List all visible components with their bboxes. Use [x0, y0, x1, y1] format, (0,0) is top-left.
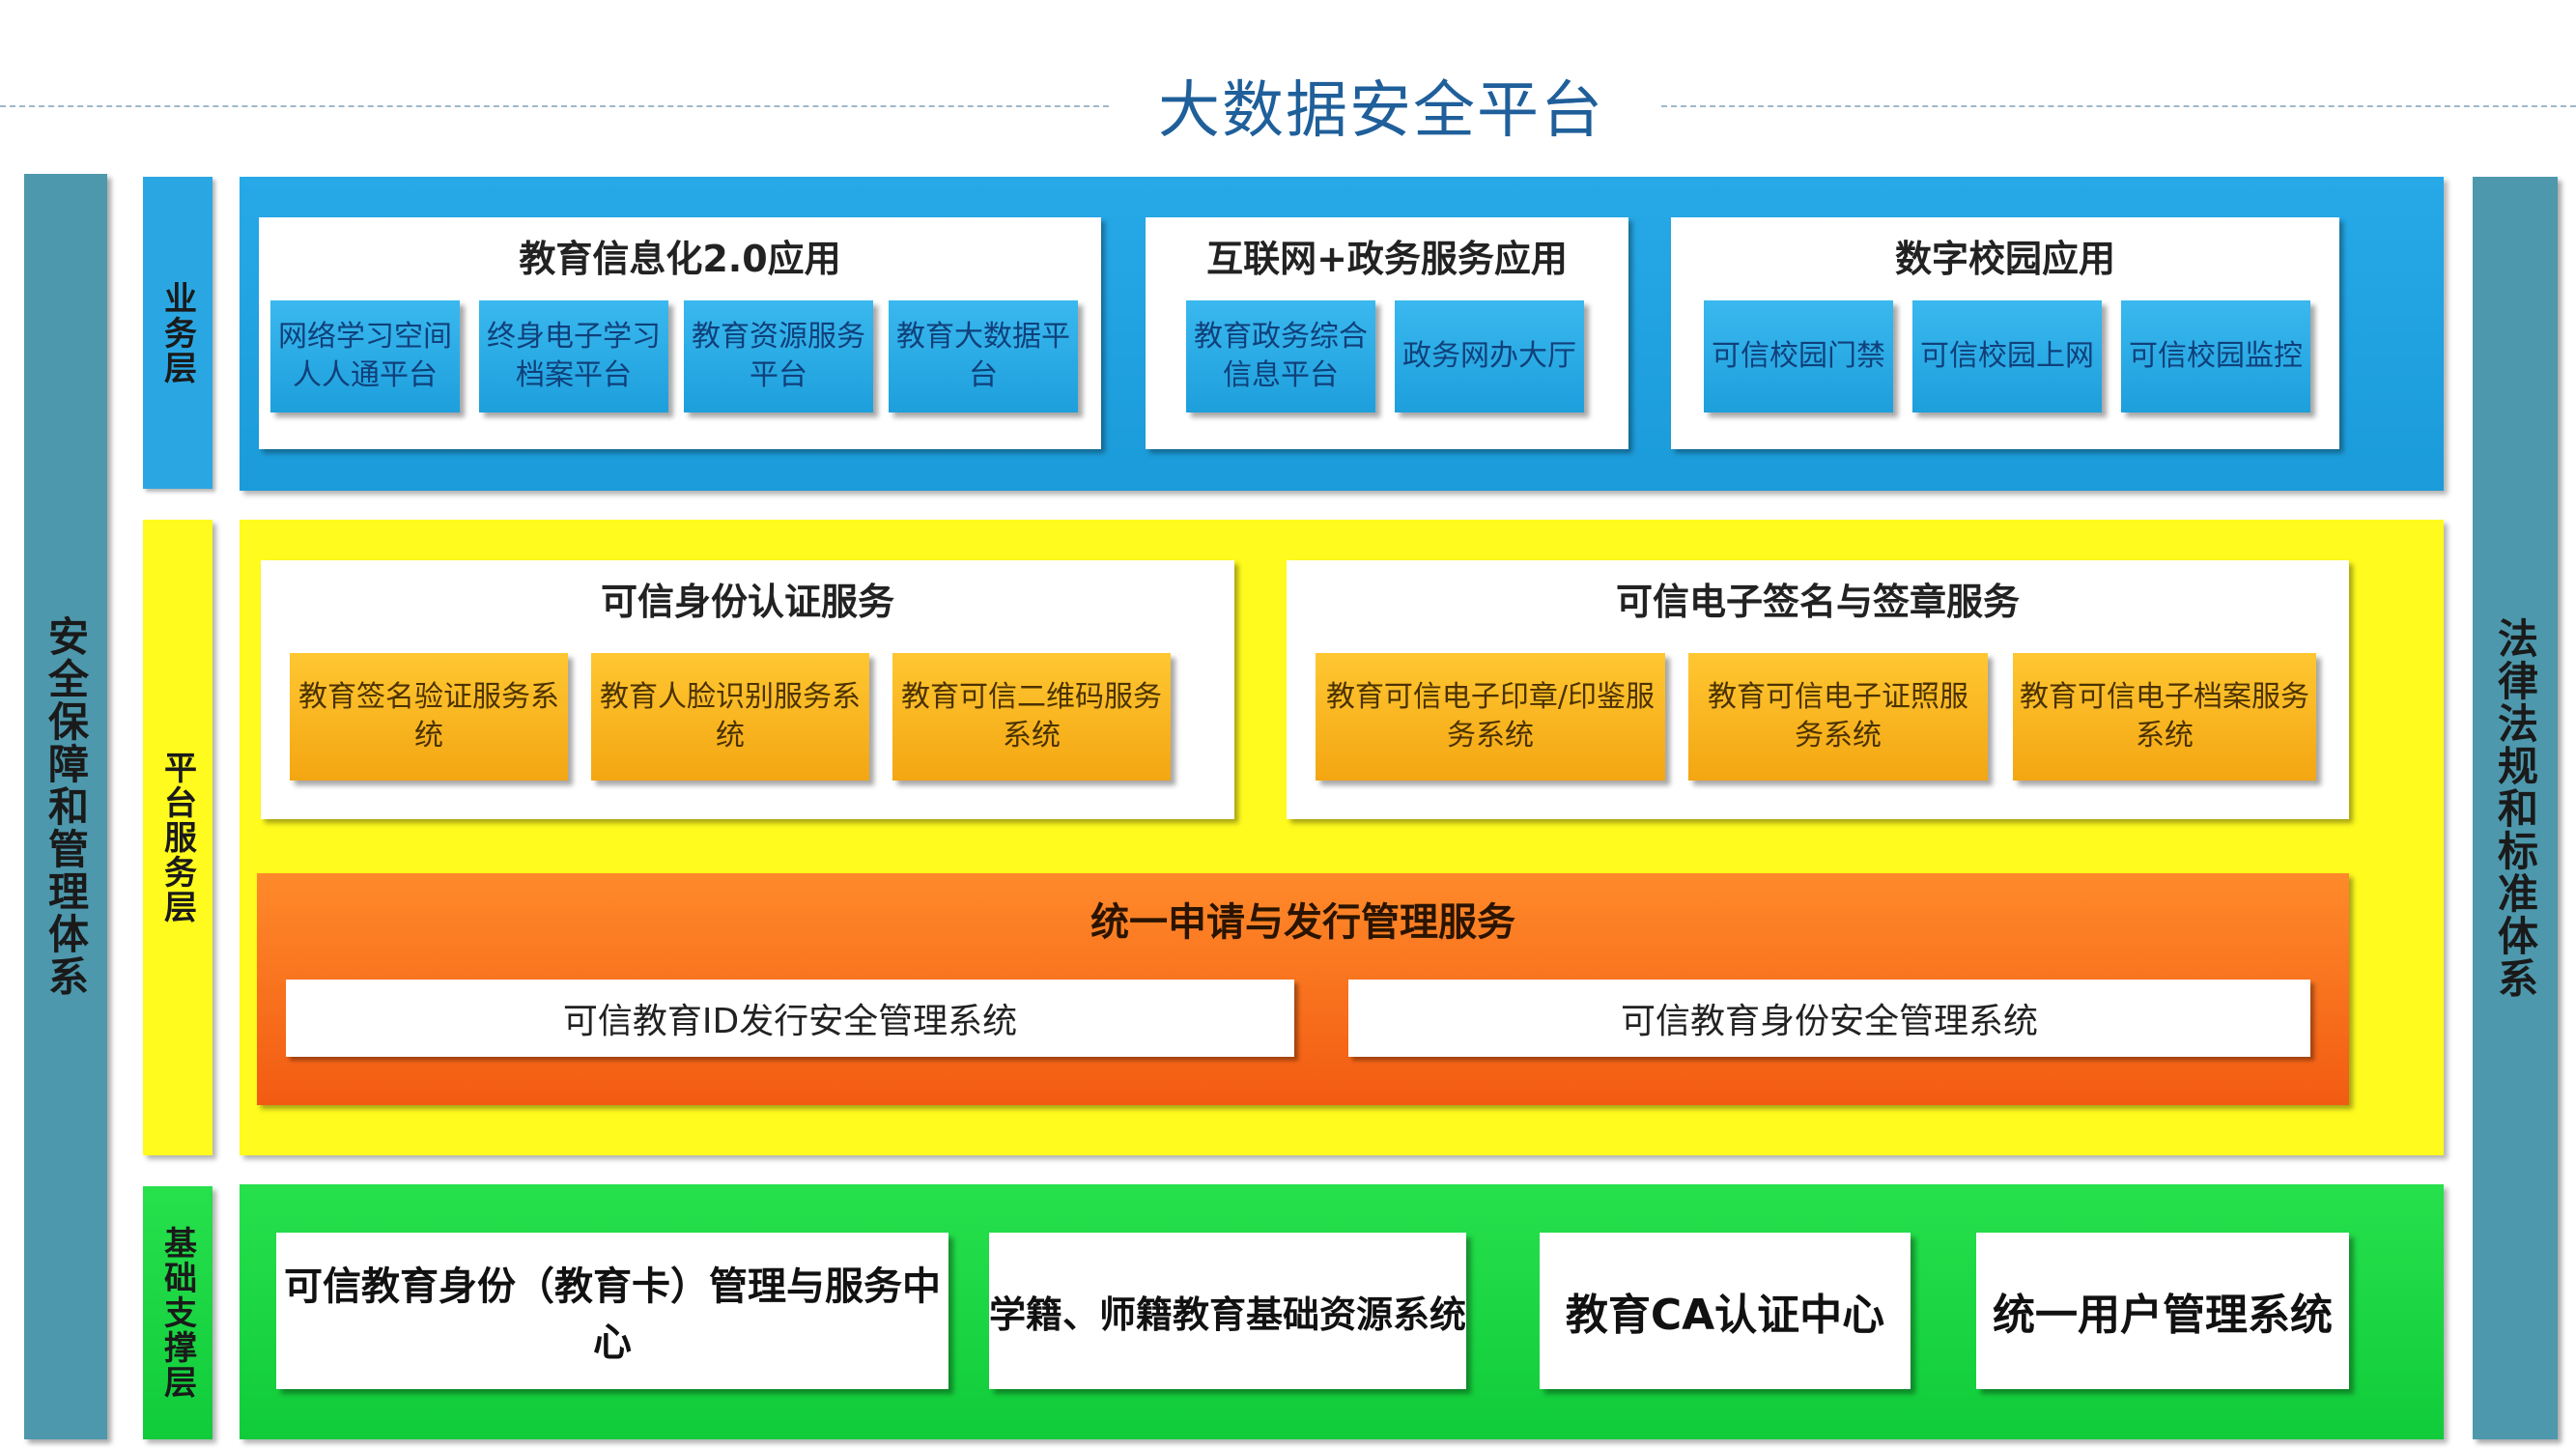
business-group-government: 互联网+政务服务应用 教育政务综合信息平台 政务网办大厅 — [1146, 217, 1628, 449]
base-item-education-card-center: 可信教育身份（教育卡）管理与服务中心 — [276, 1233, 948, 1389]
business-layer: 教育信息化2.0应用 网络学习空间人人通平台 终身电子学习档案平台 教育资源服务… — [240, 177, 2444, 491]
left-side-bar: 安全保障和管理体系 — [24, 174, 107, 1439]
platform-layer-label-box: 平台服务层 — [143, 520, 212, 1155]
business-group-government-title: 互联网+政务服务应用 — [1206, 238, 1568, 280]
business-group-campus-title: 数字校园应用 — [1894, 238, 2115, 280]
business-item: 终身电子学习档案平台 — [479, 300, 668, 412]
business-item: 教育大数据平台 — [889, 300, 1078, 412]
base-layer-label-box: 基础支撑层 — [143, 1186, 212, 1439]
base-item-user-management: 统一用户管理系统 — [1976, 1233, 2349, 1389]
unified-item-identity-mgmt: 可信教育身份安全管理系统 — [1348, 980, 2310, 1057]
platform-layer-label: 平台服务层 — [157, 751, 197, 924]
base-item-enrollment-system: 学籍、师籍教育基础资源系统 — [989, 1233, 1466, 1389]
business-group-campus: 数字校园应用 可信校园门禁 可信校园上网 可信校园监控 — [1671, 217, 2339, 449]
platform-group-identity: 可信身份认证服务 教育签名验证服务系统 教育人脸识别服务系统 教育可信二维码服务… — [261, 560, 1234, 819]
business-layer-label: 业务层 — [157, 280, 197, 385]
platform-item: 教育人脸识别服务系统 — [591, 653, 869, 781]
business-item: 可信校园上网 — [1912, 300, 2102, 412]
platform-item: 教育可信二维码服务系统 — [892, 653, 1171, 781]
platform-item: 教育可信电子印章/印鉴服务系统 — [1316, 653, 1665, 781]
right-side-bar: 法律法规和标准体系 — [2473, 177, 2558, 1439]
business-item: 政务网办大厅 — [1395, 300, 1584, 412]
platform-group-signature-title: 可信电子签名与签章服务 — [1615, 581, 2020, 623]
page-title: 大数据安全平台 — [1158, 75, 1604, 147]
platform-item: 教育签名验证服务系统 — [290, 653, 568, 781]
base-layer-label: 基础支撑层 — [157, 1226, 197, 1400]
business-group-education-title: 教育信息化2.0应用 — [519, 238, 841, 280]
platform-layer: 可信身份认证服务 教育签名验证服务系统 教育人脸识别服务系统 教育可信二维码服务… — [240, 520, 2444, 1155]
business-item: 可信校园门禁 — [1704, 300, 1893, 412]
platform-item: 教育可信电子档案服务系统 — [2013, 653, 2316, 781]
unified-service-title: 统一申请与发行管理服务 — [1090, 900, 1515, 945]
left-side-bar-label: 安全保障和管理体系 — [42, 615, 90, 998]
business-item: 网络学习空间人人通平台 — [270, 300, 460, 412]
title-line-left — [0, 105, 1109, 107]
business-item: 可信校园监控 — [2121, 300, 2310, 412]
platform-group-identity-title: 可信身份认证服务 — [600, 581, 894, 623]
business-layer-label-box: 业务层 — [143, 177, 212, 489]
title-line-right — [1661, 105, 2576, 107]
right-side-bar-label: 法律法规和标准体系 — [2491, 616, 2539, 1000]
unified-service-band: 统一申请与发行管理服务 可信教育ID发行安全管理系统 可信教育身份安全管理系统 — [257, 873, 2349, 1105]
business-item: 教育政务综合信息平台 — [1186, 300, 1375, 412]
business-item: 教育资源服务平台 — [684, 300, 873, 412]
base-layer: 可信教育身份（教育卡）管理与服务中心 学籍、师籍教育基础资源系统 教育CA认证中… — [240, 1184, 2444, 1439]
business-group-education: 教育信息化2.0应用 网络学习空间人人通平台 终身电子学习档案平台 教育资源服务… — [259, 217, 1101, 449]
platform-group-signature: 可信电子签名与签章服务 教育可信电子印章/印鉴服务系统 教育可信电子证照服务系统… — [1287, 560, 2349, 819]
base-item-ca-center: 教育CA认证中心 — [1540, 1233, 1911, 1389]
platform-item: 教育可信电子证照服务系统 — [1688, 653, 1988, 781]
unified-item-id-issuance: 可信教育ID发行安全管理系统 — [286, 980, 1294, 1057]
